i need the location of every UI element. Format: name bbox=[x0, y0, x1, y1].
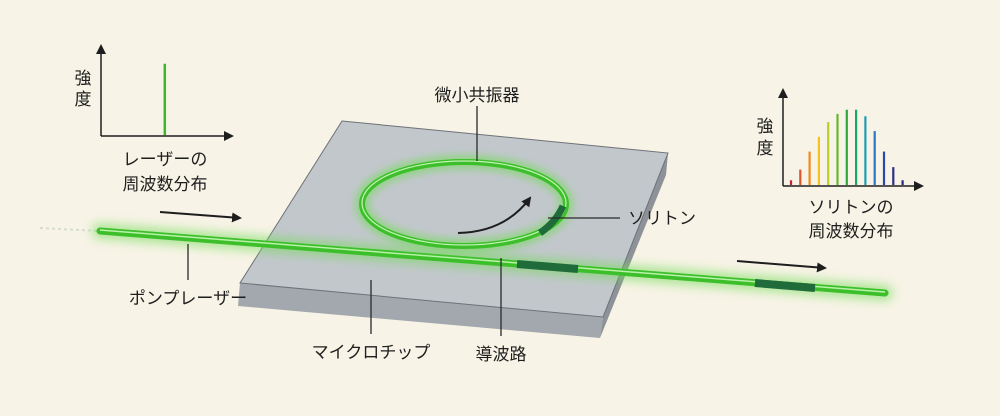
input-y-label-2: 度 bbox=[75, 90, 92, 110]
output-y-label-1: 強 bbox=[757, 117, 774, 137]
input-y-label-1: 強 bbox=[75, 69, 92, 89]
chip-front-face bbox=[238, 283, 603, 338]
soliton-pulse-waveguide bbox=[516, 260, 579, 273]
microresonator-ring bbox=[355, 155, 573, 253]
input-spectrum-chart: 強 度 レーザーの 周波数分布 bbox=[75, 44, 234, 195]
circulation-arrow bbox=[457, 196, 532, 234]
waveguide-beam bbox=[39, 223, 893, 301]
soliton-pulse-output bbox=[754, 279, 816, 292]
label-soliton: ソリトン bbox=[628, 209, 696, 229]
input-caption-line-2: 周波数分布 bbox=[123, 175, 208, 195]
label-waveguide: 導波路 bbox=[476, 345, 527, 365]
input-caption-line-1: レーザーの bbox=[123, 150, 208, 170]
output-direction-arrow bbox=[736, 260, 827, 273]
output-spectrum-lines bbox=[789, 109, 904, 185]
label-microchip: マイクロチップ bbox=[312, 343, 431, 363]
input-direction-arrow bbox=[159, 211, 242, 223]
label-pump-laser: ポンプレーザー bbox=[129, 289, 247, 309]
output-spectrum-chart: 強 度 ソリトンの 周波数分布 bbox=[757, 88, 924, 242]
label-microresonator: 微小共振器 bbox=[435, 86, 520, 106]
output-y-label-2: 度 bbox=[757, 139, 774, 159]
output-caption-line-1: ソリトンの bbox=[809, 198, 894, 218]
soliton-pulse-ring bbox=[537, 204, 567, 236]
output-caption-line-2: 周波数分布 bbox=[809, 222, 894, 242]
chip-right-face bbox=[600, 153, 668, 338]
